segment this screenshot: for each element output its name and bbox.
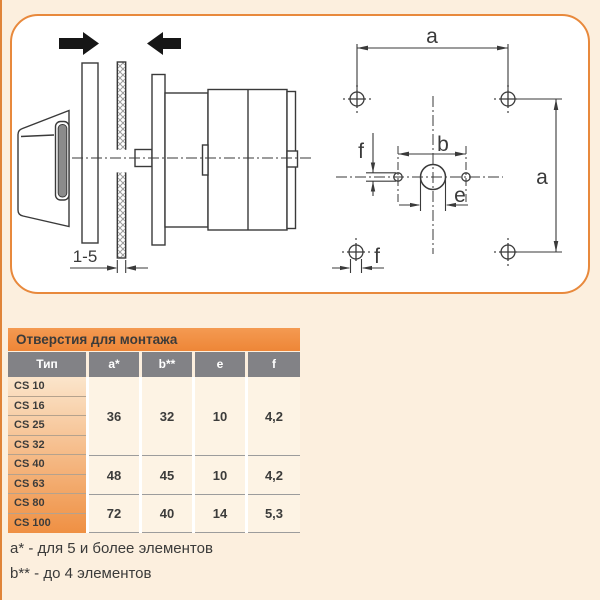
arrow-right-icon — [59, 32, 99, 55]
value-cell-b: 40 — [142, 494, 192, 533]
dimension-e — [399, 178, 468, 211]
corner-hole-bottom-right — [494, 238, 517, 266]
column-header-type: Тип — [8, 352, 86, 377]
dimension-f-bottom — [332, 259, 384, 273]
type-cell: CS 63 — [8, 475, 86, 494]
value-cell-e: 14 — [195, 494, 245, 533]
mounting-diagram-panel — [10, 14, 590, 294]
dim-label-a-top: a — [426, 25, 438, 48]
footnote-a: a* - для 5 и более элементов — [10, 540, 213, 557]
column-header-f: f — [248, 352, 300, 377]
mounting-holes-table: Отверстия для монтажа Тип a* b** e f CS … — [8, 328, 300, 533]
dim-label-thickness: 1-5 — [73, 247, 98, 266]
type-cell: CS 25 — [8, 416, 86, 436]
dim-label-f-bottom: f — [374, 245, 380, 268]
value-cell-f: 4,2 — [248, 455, 300, 494]
type-cell: CS 80 — [8, 494, 86, 514]
knob-gasket — [57, 124, 68, 198]
type-cell: CS 100 — [14, 516, 51, 529]
value-cell-a: 48 — [89, 455, 139, 494]
table-footnotes: a* - для 5 и более элементов b** - до 4 … — [10, 537, 213, 586]
column-header-e: e — [195, 352, 245, 377]
type-cell: CS 16 — [8, 397, 86, 416]
dim-label-b: b — [437, 133, 449, 156]
corner-hole-bottom-left — [342, 238, 370, 261]
front-plate — [81, 62, 99, 244]
dim-label-e: e — [454, 184, 466, 207]
panel-thickness-dimension — [70, 260, 148, 273]
value-cell-b: 45 — [142, 455, 192, 494]
value-cell-a: 72 — [89, 494, 139, 533]
table-title: Отверстия для монтажа — [8, 328, 300, 351]
flange — [151, 73, 166, 246]
page-edge-accent — [0, 0, 2, 600]
knob-top-line — [20, 134, 55, 138]
value-cell-b: 32 — [159, 408, 175, 424]
type-cell: CS 32 — [8, 436, 86, 455]
footnote-b: b** - до 4 элементов — [10, 564, 152, 582]
body-front — [164, 92, 209, 228]
switch-side-view: 1-5 — [17, 32, 312, 273]
technical-drawing: 1-5 — [17, 25, 562, 273]
value-cell-e: 10 — [195, 455, 245, 494]
dim-label-a-right: a — [536, 166, 548, 189]
value-cell-f: 5,3 — [248, 494, 300, 533]
value-cell-a: 36 — [106, 408, 122, 424]
type-cell: CS 10 — [8, 377, 86, 397]
arrow-left-icon — [147, 32, 181, 55]
column-header-a: a* — [89, 352, 139, 377]
value-cell-e: 10 — [212, 408, 228, 424]
value-cell-f: 4,2 — [264, 408, 284, 424]
dimension-a-horizontal — [356, 44, 509, 90]
type-cell: CS 40 — [8, 455, 86, 475]
dimension-b — [398, 151, 466, 157]
dimension-a-vertical — [516, 98, 562, 253]
column-header-b: b** — [142, 352, 192, 377]
drilling-template: a a b — [332, 25, 562, 273]
dim-label-f-left: f — [358, 140, 364, 163]
corner-hole-top-right — [494, 85, 517, 113]
table-header-row: Тип a* b** e f — [8, 352, 300, 377]
dimension-f-left — [366, 133, 396, 196]
